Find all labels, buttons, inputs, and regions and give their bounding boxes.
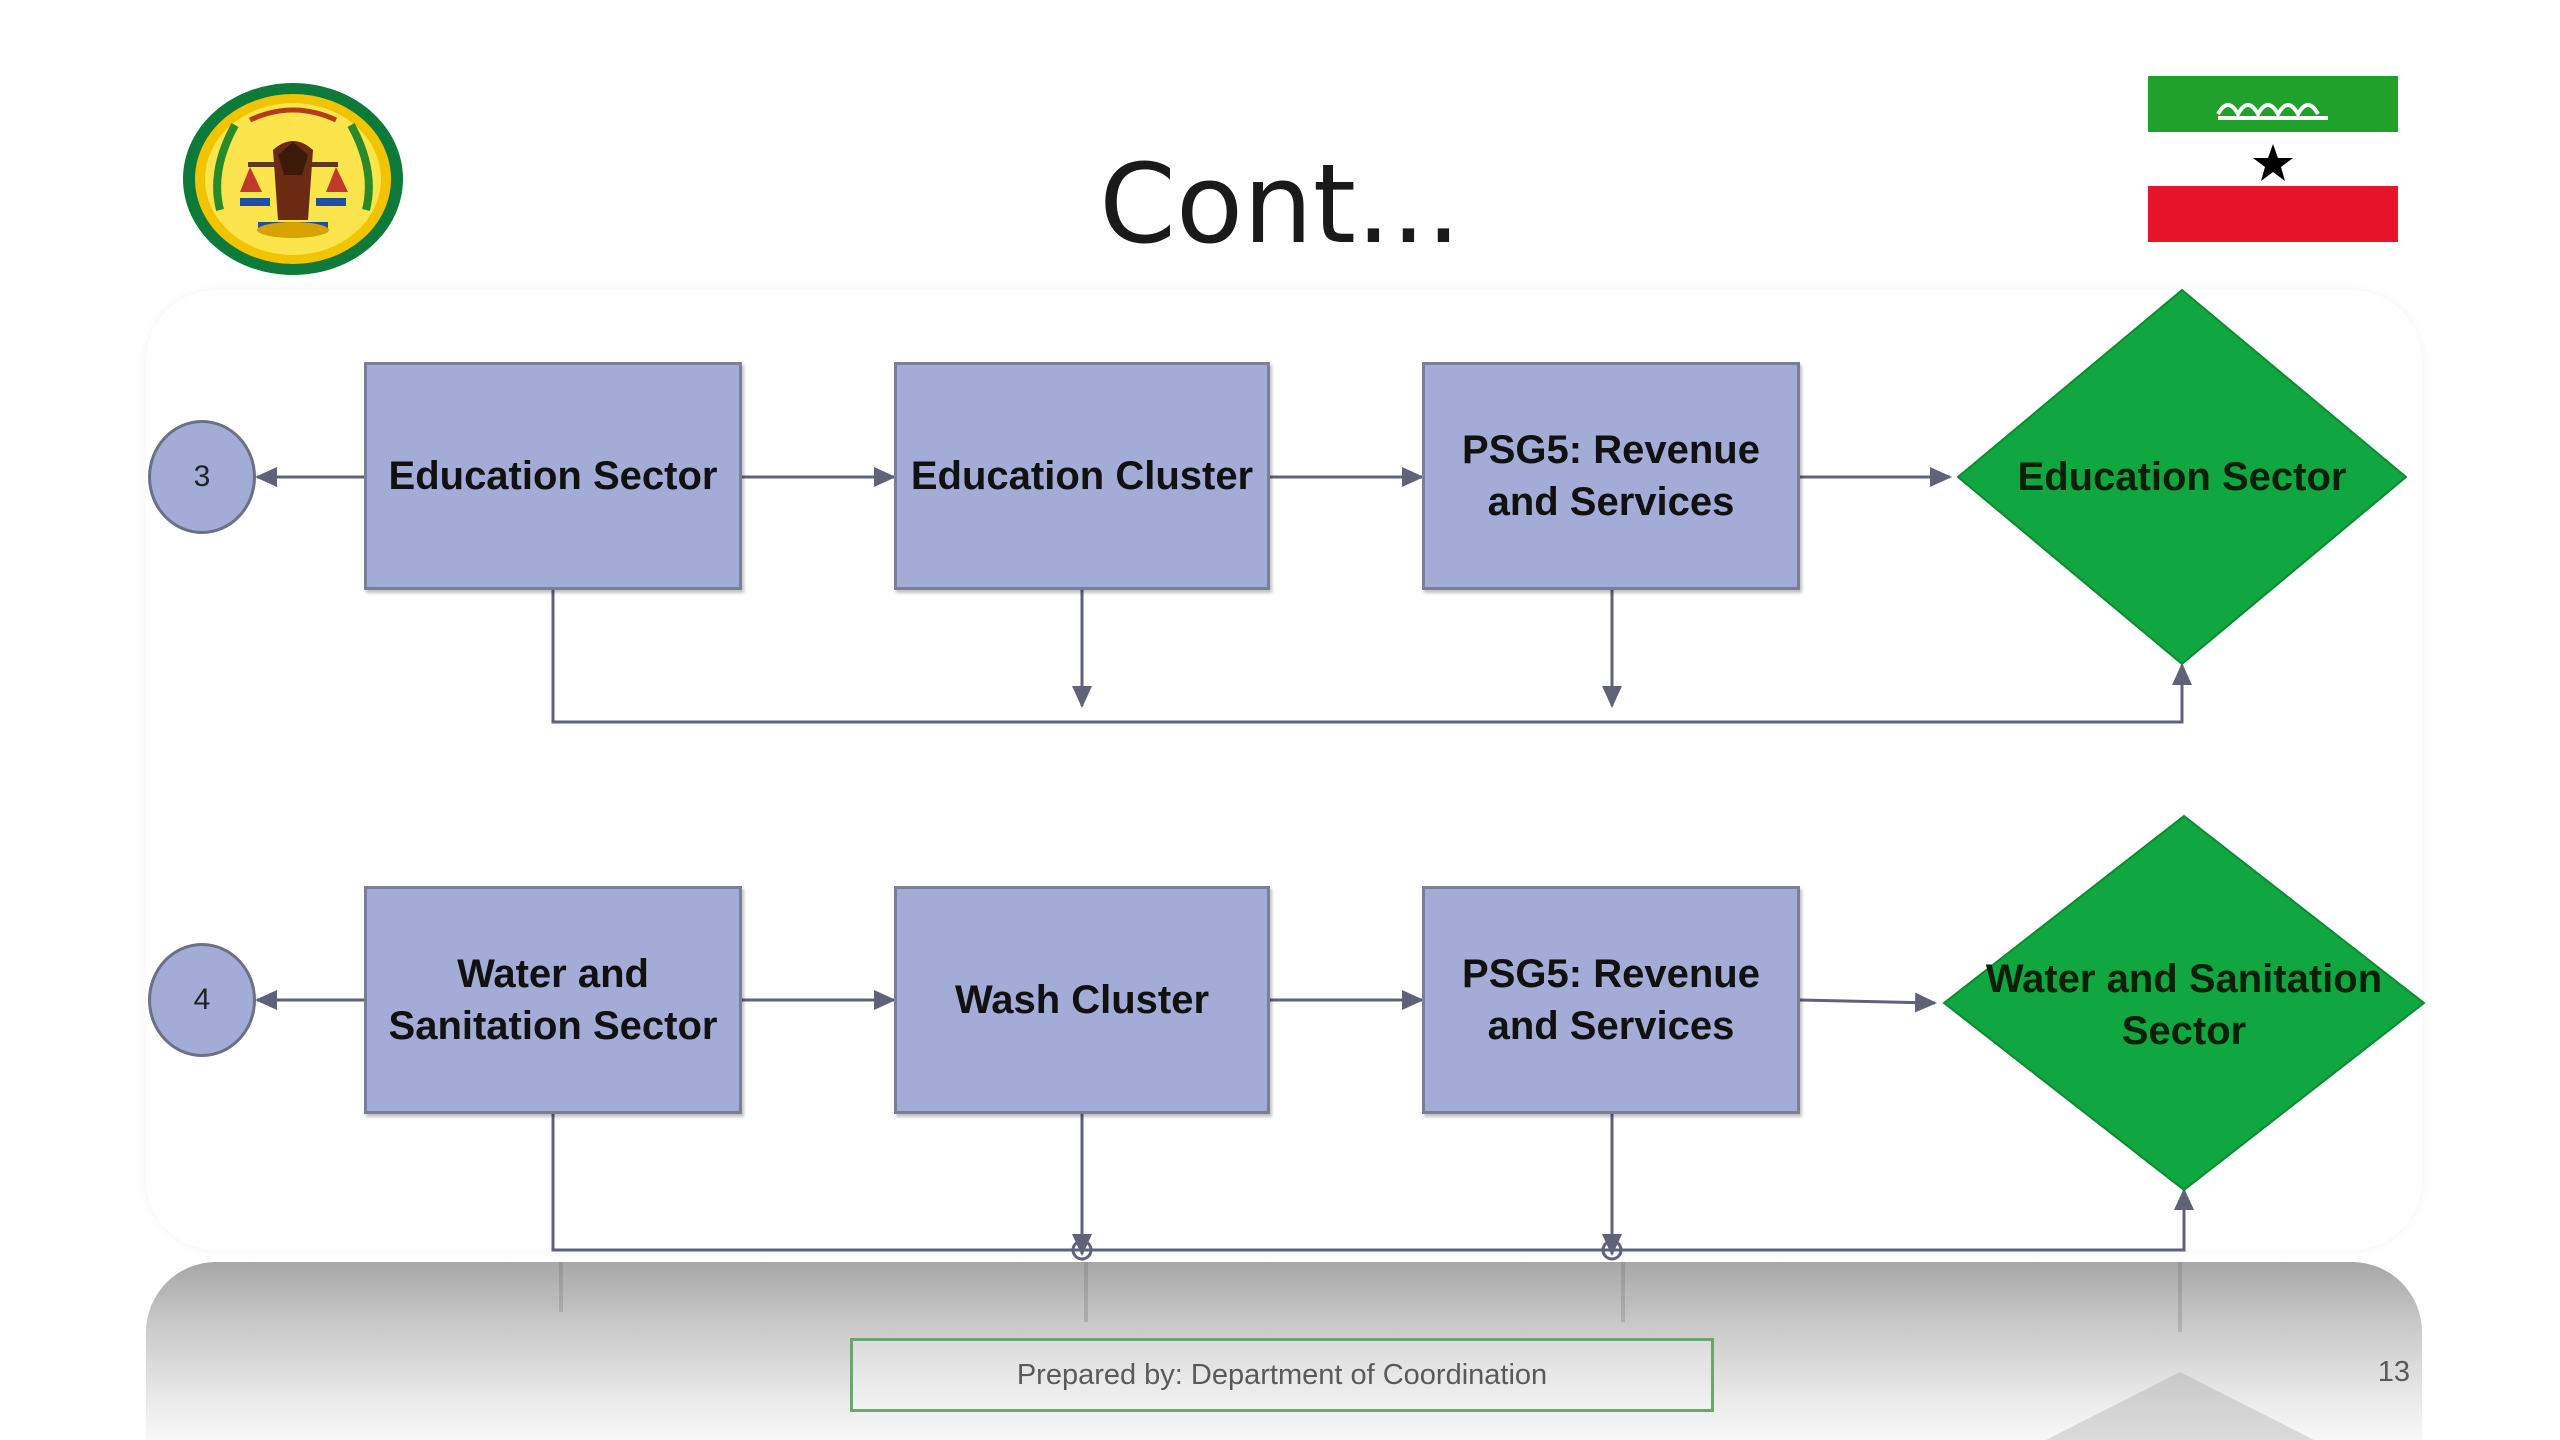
page-number: 13	[2377, 1356, 2410, 1388]
flow1-decision-label: Education Sector	[2017, 455, 2347, 499]
footer-prepared-by: Prepared by: Department of Coordination	[850, 1338, 1714, 1412]
flow2-box-wash-cluster: Wash Cluster	[894, 886, 1270, 1114]
decision-diamond-1	[1956, 288, 2408, 666]
flow1-box-education-cluster: Education Cluster	[894, 362, 1270, 590]
off-page-connector-3: 3	[148, 420, 256, 534]
flow2-box-water-sanitation-sector: Water and Sanitation Sector	[364, 886, 742, 1114]
flow1-box-education-sector: Education Sector	[364, 362, 742, 590]
off-page-connector-4: 4	[148, 943, 256, 1057]
coat-of-arms-emblem	[183, 83, 403, 275]
flow2-decision-label: Water and Sanitation Sector	[1985, 957, 2383, 1053]
decision-diamond-2	[1942, 814, 2426, 1192]
slide-title: Cont...	[1099, 140, 1461, 268]
flow2-box-psg5: PSG5: Revenue and Services	[1422, 886, 1800, 1114]
somaliland-flag-icon	[2148, 76, 2398, 242]
flow1-box-psg5: PSG5: Revenue and Services	[1422, 362, 1800, 590]
